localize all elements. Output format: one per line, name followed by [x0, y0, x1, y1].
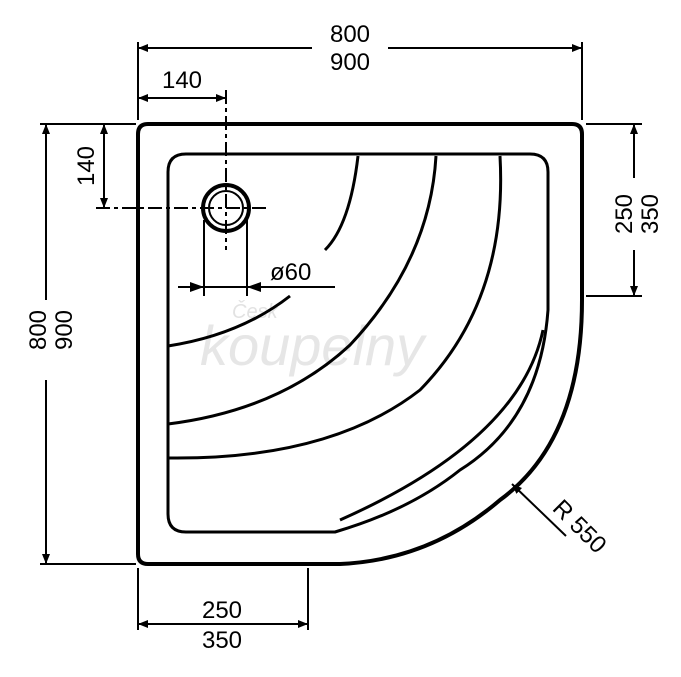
offset-left-label: 140 — [162, 67, 202, 94]
tray-inner-outline — [166, 152, 550, 534]
rib-1 — [323, 155, 360, 252]
drain-diameter-label: ø60 — [270, 259, 311, 286]
drain-dim-arrow-left — [190, 282, 204, 292]
top-width-label-1: 800 — [330, 21, 370, 48]
bottom-width-label-1: 250 — [202, 597, 242, 624]
rib-1b — [167, 294, 291, 348]
rib-3 — [167, 155, 503, 460]
left-height-label-1: 800 — [25, 310, 52, 350]
top-width-label-2: 900 — [330, 49, 370, 76]
offset-top-label: 140 — [73, 146, 100, 186]
radius-leader — [511, 483, 567, 537]
rib-2 — [167, 155, 438, 426]
drain-dim-arrow-right — [247, 282, 261, 292]
bottom-width-label-2: 350 — [202, 627, 242, 654]
rib-4 — [339, 329, 545, 522]
right-height-label-2: 350 — [637, 194, 664, 234]
right-height-label-1: 250 — [611, 194, 638, 234]
tray-outer-outline — [136, 122, 584, 566]
watermark-line1: Česk — [232, 300, 279, 323]
left-height-label-2: 900 — [51, 310, 78, 350]
watermark-line2: koupelny — [200, 314, 427, 377]
